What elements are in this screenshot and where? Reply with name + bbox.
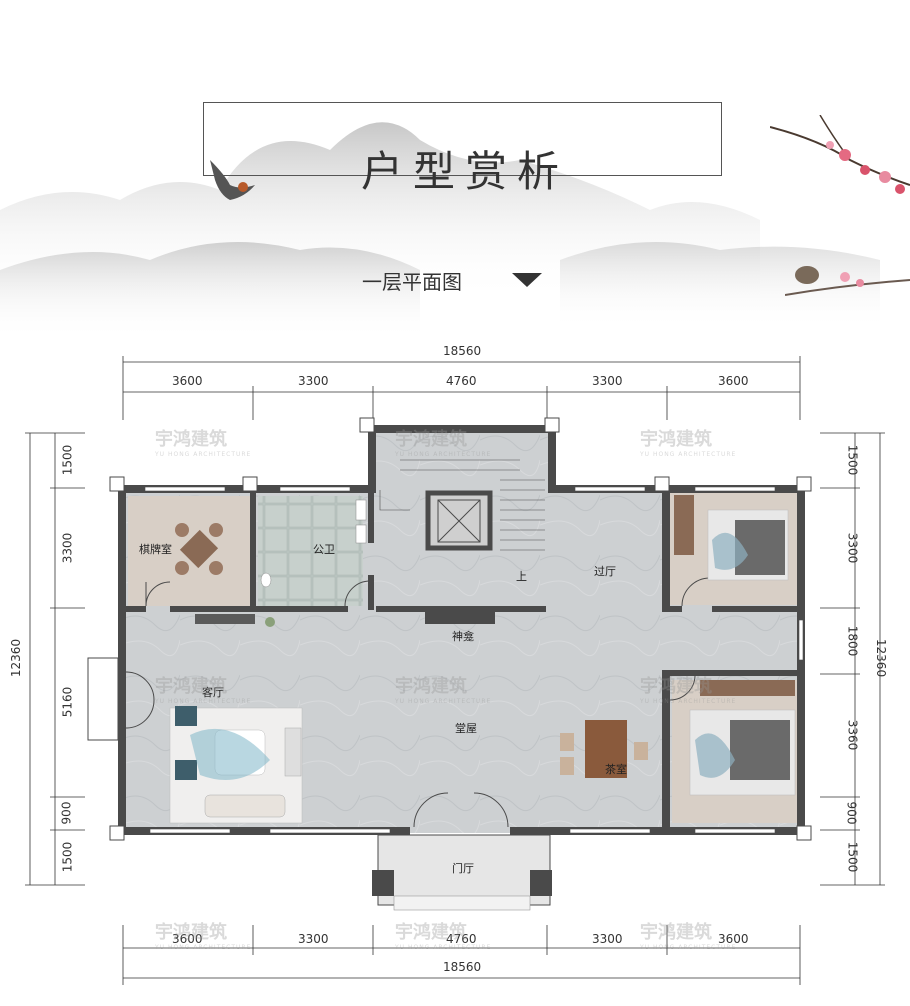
dim-top-4: 3300 <box>592 374 623 388</box>
plum-blossom-icon <box>770 115 910 194</box>
dim-top-total: 18560 <box>443 344 482 358</box>
room-label-foyer: 门厅 <box>452 862 474 875</box>
room-label-chess: 棋牌室 <box>139 543 172 556</box>
down-triangle-icon <box>512 273 542 287</box>
toilet-floor <box>258 496 363 606</box>
title-frame <box>203 102 722 176</box>
room-label-tea: 茶室 <box>605 763 627 776</box>
tea-table-furniture <box>560 720 648 778</box>
ink-landscape-background <box>0 122 880 340</box>
room-label-stair-up: 上 <box>516 570 527 583</box>
room-label-corridor: 过厅 <box>594 565 616 578</box>
dim-top-1: 3600 <box>172 374 203 388</box>
bird-icon <box>210 160 255 200</box>
bed-top-furniture <box>674 495 789 581</box>
chess-table-furniture <box>175 523 223 575</box>
dim-top-5: 3600 <box>718 374 749 388</box>
room-label-toilet: 公卫 <box>313 543 335 556</box>
page-title: 户型赏析 <box>360 147 569 196</box>
dim-bottom-1: 3600 <box>172 932 203 946</box>
dim-bottom-2: 3300 <box>298 932 329 946</box>
page-subtitle: 一层平面图 <box>362 270 462 294</box>
dim-top-2: 3300 <box>298 374 329 388</box>
dim-bottom-4: 3300 <box>592 932 623 946</box>
dim-bottom-3: 4760 <box>446 932 477 946</box>
dim-bottom-5: 3600 <box>718 932 749 946</box>
room-label-living: 客厅 <box>202 686 224 699</box>
bird-branch-icon <box>785 266 910 296</box>
bed-bottom-furniture <box>689 680 796 796</box>
room-label-hall: 堂屋 <box>455 722 477 735</box>
room-label-shrine: 神龛 <box>452 630 474 643</box>
dim-top-3: 4760 <box>446 374 477 388</box>
dim-bottom-total: 18560 <box>443 960 482 974</box>
sofa-set-furniture <box>169 706 303 824</box>
